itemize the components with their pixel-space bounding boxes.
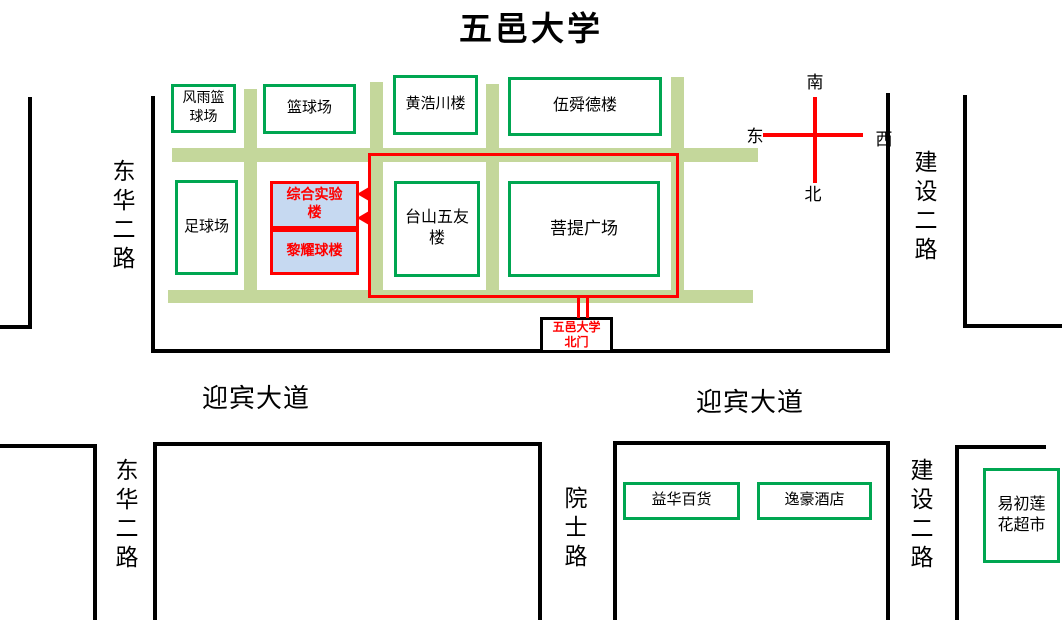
route-gate-stub-right (586, 295, 589, 318)
compass-east-label: 东 (746, 127, 764, 146)
shop-yichu-lianhua-supermarket-label: 易初莲 (997, 495, 1046, 513)
route-gate-stub-left (577, 295, 580, 318)
block-b-right-edge (886, 441, 890, 620)
building-wushunde-lou-label: 伍舜德楼 (552, 97, 617, 115)
compass-west-label: 西 (875, 130, 893, 149)
street-label-yuanshi-lu-char: 士 (564, 515, 588, 540)
route-bottom (368, 295, 679, 298)
street-label-jianshe-er-lu-upper-char: 建 (914, 150, 938, 175)
block-a-right-edge (538, 442, 542, 620)
street-label-jianshe-er-lu-lower-char: 二 (910, 516, 934, 541)
street-line-upper-right-horizontal (963, 324, 1062, 328)
street-label-donghua-er-lu-upper-char: 二 (112, 217, 136, 242)
shop-yihao-hotel: 逸豪酒店 (757, 482, 872, 520)
building-zonghe-shiyan-lou-label: 楼 (307, 206, 322, 221)
block-a-left-edge (153, 442, 157, 620)
building-basketball-court: 篮球场 (263, 84, 356, 134)
street-label-jianshe-er-lu-upper-char: 设 (914, 179, 938, 204)
street-line-upper-right-vertical (963, 95, 967, 328)
campus-wall-bottom (151, 349, 890, 353)
building-huanghaochuan-lou: 黄浩川楼 (393, 75, 478, 135)
campus-road-vertical-3 (486, 84, 499, 303)
building-liyaoqiu-lou-label: 黎耀球楼 (286, 243, 343, 259)
shop-yichu-lianhua-supermarket: 易初莲花超市 (983, 468, 1060, 563)
street-label-yuanshi-lu-char: 路 (564, 544, 588, 569)
campus-wall-left (151, 96, 155, 353)
building-taishan-wuyou-lou: 台山五友楼 (394, 181, 480, 277)
street-label-jianshe-er-lu-upper-char: 路 (914, 237, 938, 262)
building-puti-guangchang-label: 菩提广场 (550, 218, 618, 238)
street-label-donghua-er-lu-lower-char: 华 (115, 487, 139, 512)
building-fengyu-basketball-court-label: 球场 (189, 109, 218, 125)
route-top (368, 153, 679, 156)
street-line-upper-left-vertical (28, 97, 32, 329)
street-label-jianshe-er-lu-upper: 建设二路 (912, 151, 940, 261)
north-gate-label: 北门 (564, 335, 589, 349)
street-label-donghua-er-lu-lower: 东华二路 (113, 459, 141, 569)
building-taishan-wuyou-lou-label: 楼 (428, 230, 445, 247)
route-arrow-upper-icon (357, 187, 369, 201)
building-puti-guangchang: 菩提广场 (508, 181, 660, 277)
building-football-field-label: 足球场 (183, 218, 229, 235)
block-a-top-edge (153, 442, 542, 446)
campus-road-vertical-2 (370, 82, 383, 303)
street-label-yuanshi-lu: 院士路 (562, 487, 590, 568)
street-label-jianshe-er-lu-lower-char: 设 (910, 487, 934, 512)
campus-road-vertical-1 (244, 89, 257, 303)
shop-yihua-department-store-label: 益华百货 (651, 492, 712, 509)
building-wushunde-lou: 伍舜德楼 (508, 77, 662, 136)
street-label-donghua-er-lu-upper-char: 华 (112, 188, 136, 213)
building-huanghaochuan-lou-label: 黄浩川楼 (405, 96, 466, 113)
street-line-upper-left-horizontal (0, 325, 32, 329)
street-label-jianshe-er-lu-lower: 建设二路 (908, 459, 936, 569)
compass-south-label: 南 (806, 73, 824, 92)
street-label-donghua-er-lu-lower-char: 路 (115, 545, 139, 570)
building-taishan-wuyou-lou-label: 台山五友 (404, 209, 469, 227)
page-title: 五邑大学 (459, 12, 603, 48)
block-b-left-edge (613, 441, 617, 620)
block-c-left-edge (955, 445, 959, 620)
building-liyaoqiu-lou: 黎耀球楼 (270, 229, 359, 275)
compass-north-label: 北 (804, 185, 822, 204)
building-basketball-court-label: 篮球场 (286, 100, 332, 117)
block-c-top-edge (955, 445, 1046, 449)
street-label-donghua-er-lu-upper: 东华二路 (110, 160, 138, 270)
shop-yichu-lianhua-supermarket-label: 花超市 (997, 516, 1046, 534)
campus-wall-right (886, 93, 890, 353)
building-football-field: 足球场 (175, 180, 238, 275)
street-label-donghua-er-lu-upper-char: 东 (112, 159, 136, 184)
street-label-jianshe-er-lu-upper-char: 二 (914, 208, 938, 233)
north-gate-label: 五邑大学 (552, 320, 601, 334)
building-zonghe-shiyan-lou: 综合实验楼 (270, 181, 359, 229)
building-fengyu-basketball-court: 风雨篮球场 (171, 84, 236, 133)
street-line-lower-left-vertical (93, 444, 97, 620)
street-line-lower-left-horizontal (0, 444, 97, 448)
street-label-jianshe-er-lu-lower-char: 路 (910, 545, 934, 570)
building-zonghe-shiyan-lou-label: 综合实验 (286, 187, 343, 203)
north-gate: 五邑大学北门 (540, 317, 613, 353)
street-label-jianshe-er-lu-lower-char: 建 (910, 458, 934, 483)
street-label-yuanshi-lu-char: 院 (564, 486, 588, 511)
route-left (368, 153, 371, 298)
street-label-donghua-er-lu-lower-char: 二 (115, 516, 139, 541)
block-b-top-edge (613, 441, 890, 445)
street-label-donghua-er-lu-upper-char: 路 (112, 246, 136, 271)
street-label-yingbin-dadao-right: 迎宾大道 (696, 388, 805, 417)
street-label-yingbin-dadao-left: 迎宾大道 (202, 384, 311, 413)
compass-line-vertical (813, 97, 817, 183)
building-fengyu-basketball-court-label: 风雨篮 (182, 91, 225, 107)
shop-yihua-department-store: 益华百货 (623, 482, 740, 520)
route-right (676, 153, 679, 298)
street-label-donghua-er-lu-lower-char: 东 (115, 458, 139, 483)
shop-yihao-hotel-label: 逸豪酒店 (784, 492, 845, 509)
route-arrow-lower-icon (357, 211, 369, 225)
